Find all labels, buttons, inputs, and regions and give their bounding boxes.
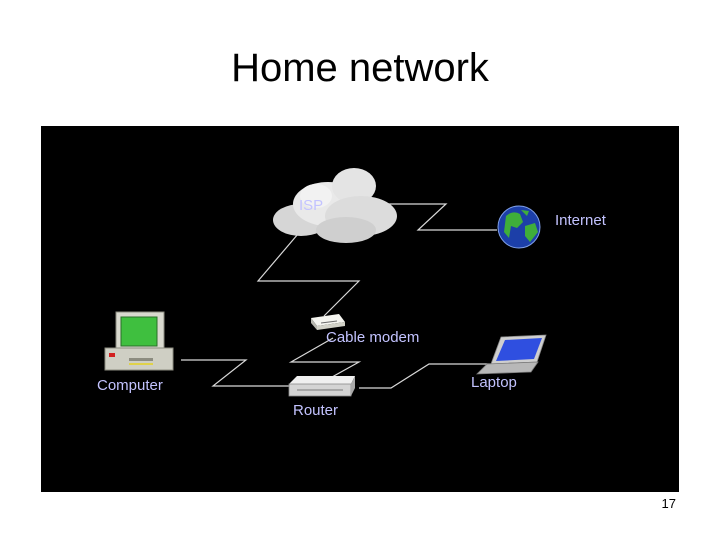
router-label: Router [293,402,339,419]
link-router-laptop [359,363,491,389]
cable-modem-label: Cable modem [326,329,420,346]
isp-label: ISP [299,197,324,214]
slide-title: Home network [231,46,489,90]
globe-icon [497,205,541,249]
link-isp-internet [371,203,497,231]
link-computer-router [181,359,291,387]
page-number: 17 [661,496,676,511]
network-diagram-canvas [104,168,547,397]
modem-icon [311,314,345,330]
link-isp-cable-modem [256,233,361,317]
cloud-icon [273,168,397,243]
laptop-icon [475,334,547,375]
router-icon [288,376,355,397]
laptop-label: Laptop [471,374,517,391]
link-cable-modem-router [288,337,362,383]
network-diagram: ISP Internet Cable modem Computer Router… [41,126,679,492]
desktop-computer-icon [104,311,174,371]
internet-label: Internet [555,212,606,229]
computer-label: Computer [97,377,163,394]
